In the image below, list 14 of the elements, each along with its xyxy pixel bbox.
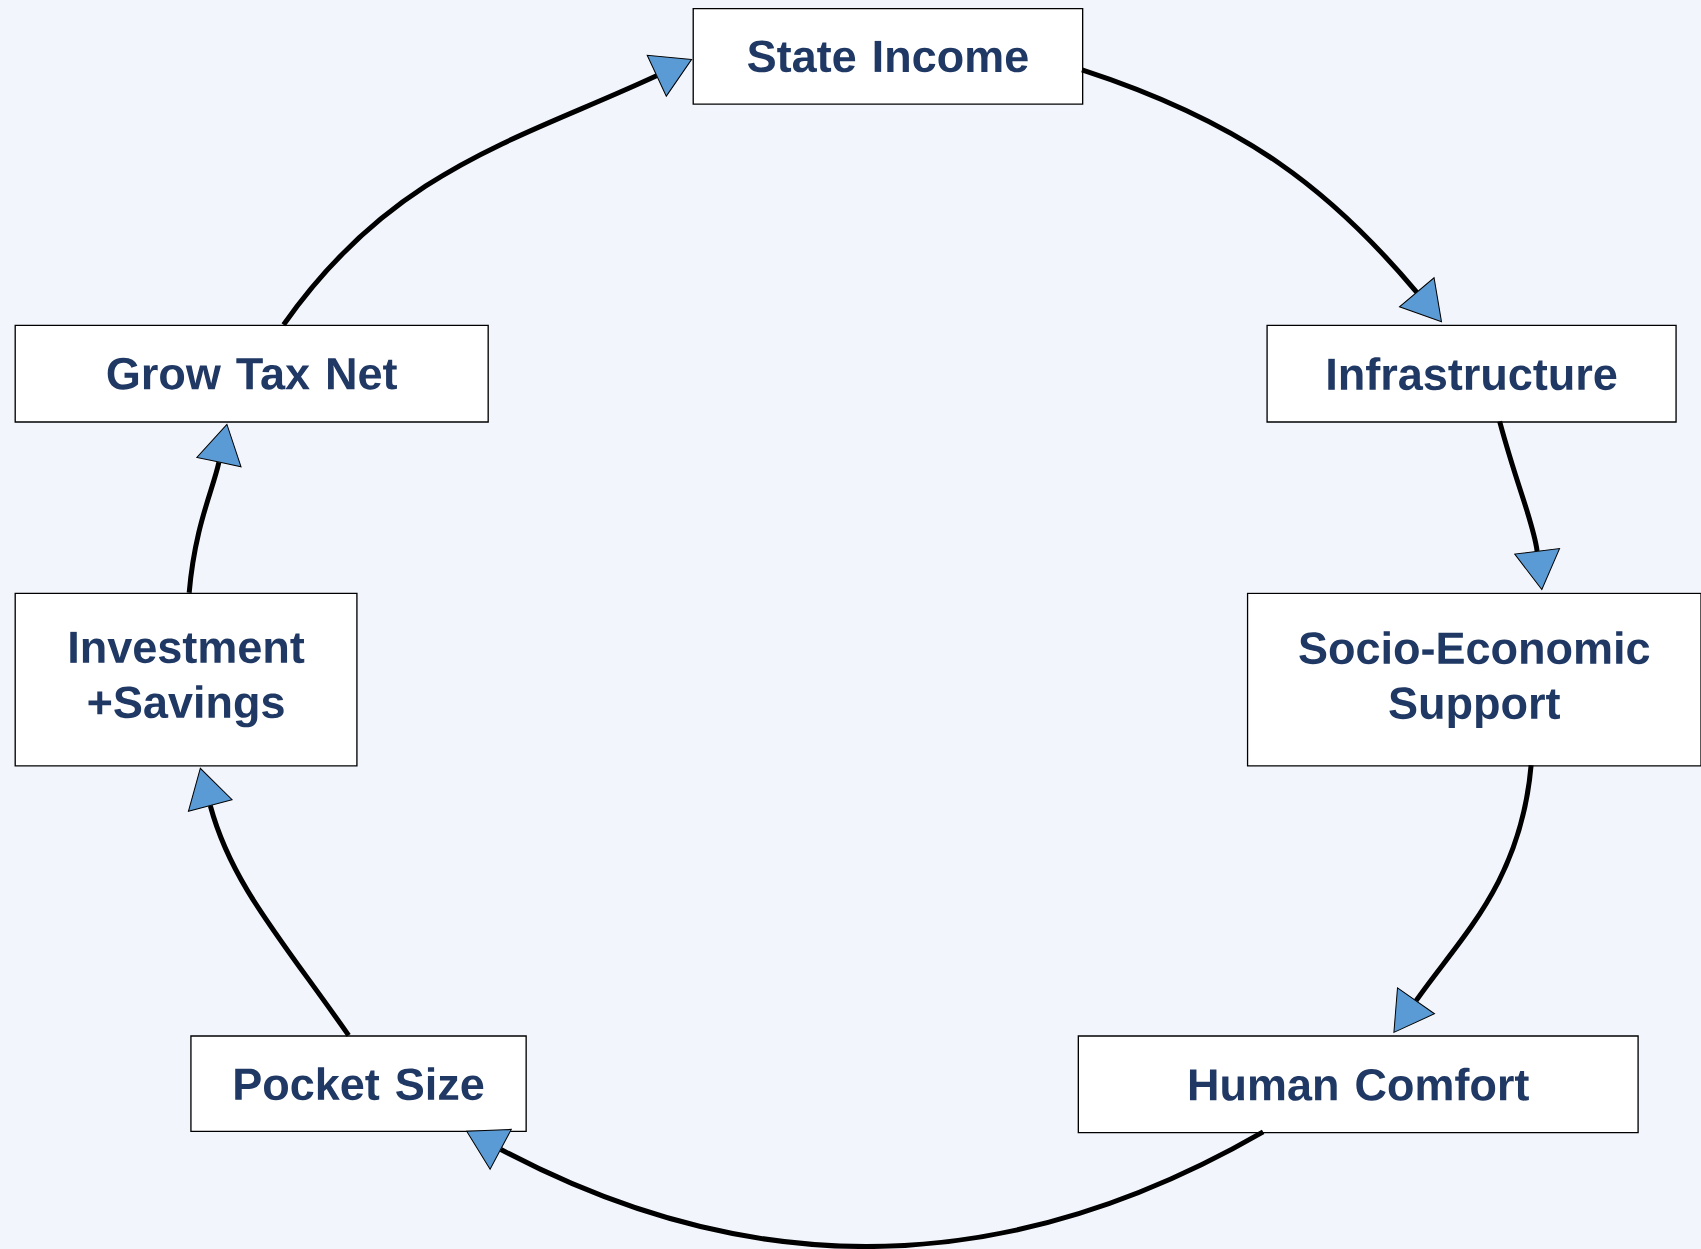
arrow (466, 1128, 1265, 1249)
arrow (186, 423, 242, 593)
text-box: Investment +Savings (14, 592, 358, 767)
arrow (1393, 764, 1534, 1033)
text-box: Pocket Size (190, 1035, 527, 1133)
text-box: Human Comfort (1077, 1035, 1639, 1134)
text-box: State Income (692, 8, 1084, 105)
text-box: Grow Tax Net (14, 324, 489, 423)
text-box: Socio-Economic Support (1246, 592, 1701, 767)
text-box: Infrastructure (1266, 324, 1677, 423)
arrow (1497, 420, 1561, 591)
arrow (187, 767, 351, 1037)
arrow (281, 54, 693, 327)
arrow (1081, 67, 1442, 323)
